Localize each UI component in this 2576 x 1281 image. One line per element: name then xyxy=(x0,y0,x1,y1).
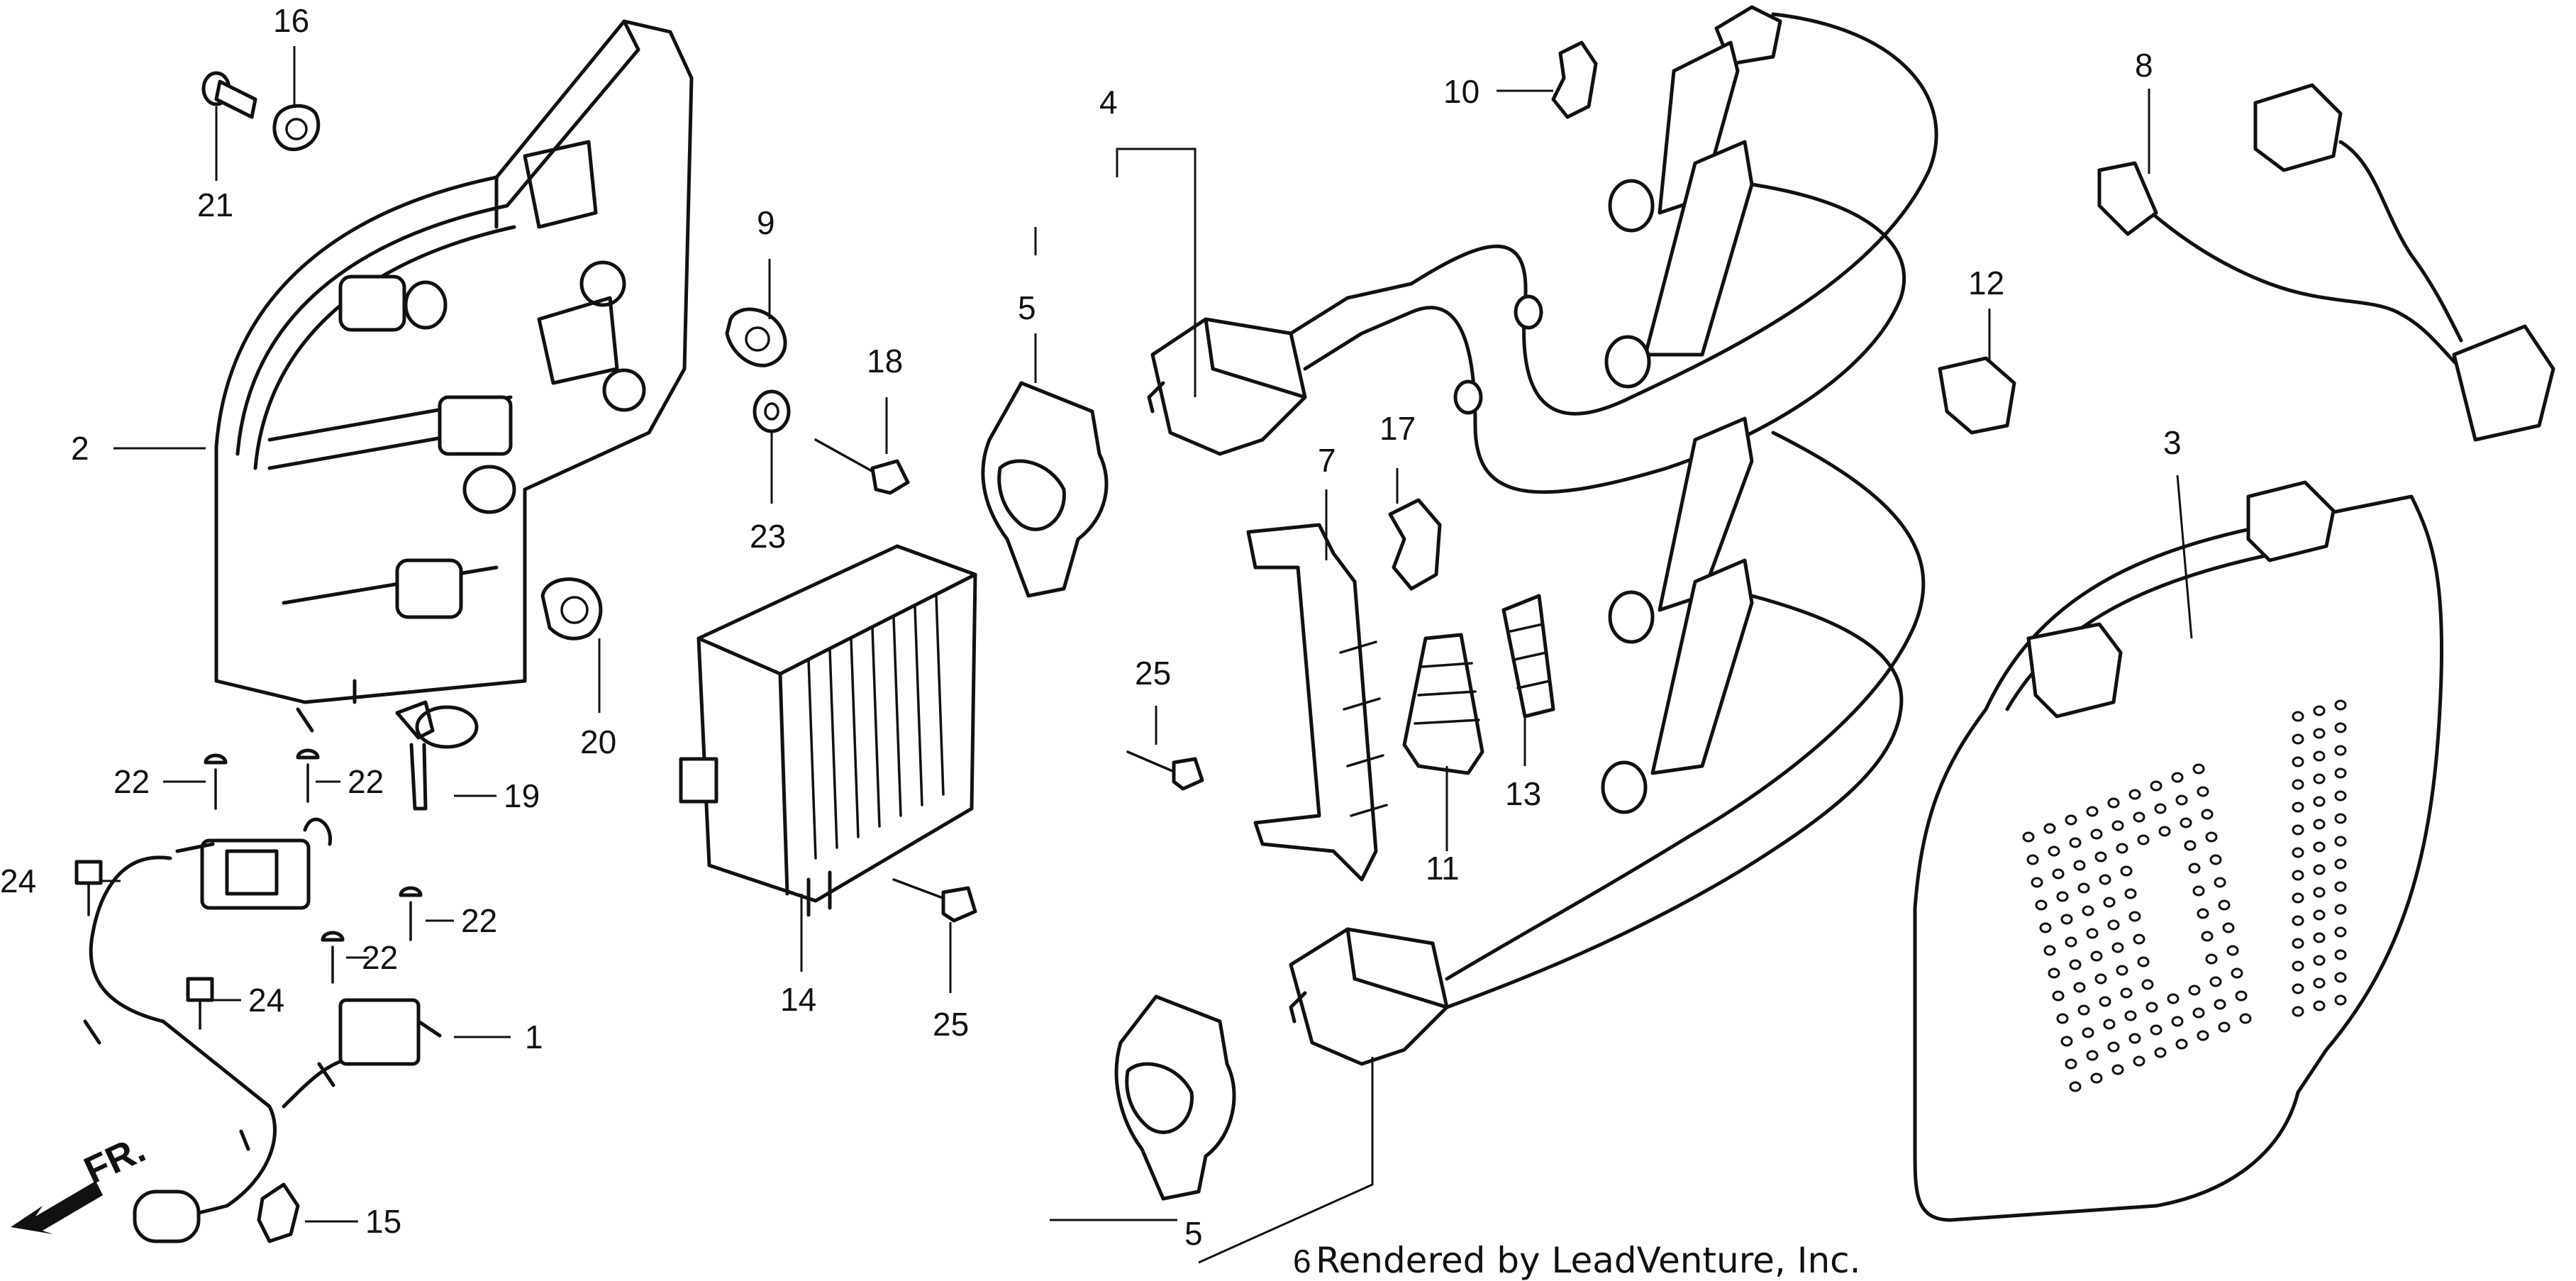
callout-25b: 25 xyxy=(1135,655,1171,692)
callout-21: 21 xyxy=(197,187,233,223)
callout-9: 9 xyxy=(757,204,775,241)
callout-17: 17 xyxy=(1379,410,1416,447)
callout-15: 15 xyxy=(365,1203,401,1240)
rubber-mount-upper xyxy=(981,381,1109,598)
screw-22c xyxy=(399,886,423,941)
screw-22b xyxy=(296,748,320,803)
clip-12 xyxy=(1938,356,2016,435)
callout-4: 4 xyxy=(1099,84,1118,121)
callout-22c: 22 xyxy=(461,902,497,939)
lead-clip xyxy=(1551,40,1598,119)
callout-2: 2 xyxy=(71,430,89,467)
clamp-9 xyxy=(725,307,787,367)
callout-5a: 5 xyxy=(1018,289,1036,326)
callout-22b: 22 xyxy=(348,763,384,800)
callout-22a: 22 xyxy=(113,763,150,800)
ignition-coil-lower xyxy=(1289,927,1449,1066)
callout-10: 10 xyxy=(1443,73,1479,110)
credit-text: Rendered by LeadVenture, Inc. xyxy=(1316,1240,1861,1281)
front-label: FR. xyxy=(78,1128,152,1192)
callout-14: 14 xyxy=(780,981,816,1018)
wire-clamp xyxy=(540,577,603,640)
front-direction-arrow: FR. xyxy=(11,1128,152,1234)
bolt-24b xyxy=(186,977,214,1030)
screw-22d xyxy=(321,931,345,984)
leader-lines xyxy=(99,46,2193,1264)
callout-20: 20 xyxy=(580,723,616,760)
callout-24b: 24 xyxy=(248,982,284,1019)
side-cover xyxy=(1913,480,2444,1222)
bolt-18 xyxy=(814,438,910,495)
callout-7: 7 xyxy=(1318,442,1336,479)
callout-12: 12 xyxy=(1968,265,2004,301)
lead-holder-13 xyxy=(1501,594,1555,719)
bolt-25a xyxy=(892,878,977,923)
bolt-25b xyxy=(1126,750,1204,791)
callout-18: 18 xyxy=(867,343,903,379)
lead-holder-11 xyxy=(1402,633,1484,775)
control-panel-frame xyxy=(214,19,694,733)
clip-17 xyxy=(1388,498,1442,591)
callout-6: 6 xyxy=(1293,1243,1311,1280)
callout-3: 3 xyxy=(2163,424,2182,461)
high-tension-leads xyxy=(1409,5,1938,1009)
screw-22a xyxy=(204,753,228,810)
washer xyxy=(753,389,791,433)
ignition-coil-upper xyxy=(1147,282,1414,456)
callout-24a: 24 xyxy=(0,863,36,899)
lead-bracket xyxy=(1246,523,1388,882)
bolt-24a xyxy=(74,860,103,916)
callout-8: 8 xyxy=(2135,47,2153,84)
callout-19: 19 xyxy=(504,777,540,814)
sub-harness xyxy=(2097,83,2555,442)
callout-16: 16 xyxy=(273,2,309,39)
rubber-mount-lower xyxy=(1114,994,1236,1201)
harness-clip xyxy=(257,1182,300,1243)
callout-1: 1 xyxy=(525,1019,543,1055)
ignition-module xyxy=(679,544,977,917)
callout-13: 13 xyxy=(1505,775,1541,812)
callout-labels: 1 2 3 4 5 5 6 7 8 9 10 11 12 13 14 15 16… xyxy=(0,2,2182,1280)
callout-11: 11 xyxy=(1426,850,1460,887)
callout-23: 23 xyxy=(750,518,786,555)
callout-5b: 5 xyxy=(1184,1215,1203,1252)
wire-harness xyxy=(83,817,442,1243)
cable-tie xyxy=(395,700,479,811)
callout-25a: 25 xyxy=(933,1006,969,1043)
grommet-and-pin xyxy=(201,71,321,152)
callout-22d: 22 xyxy=(362,939,398,976)
